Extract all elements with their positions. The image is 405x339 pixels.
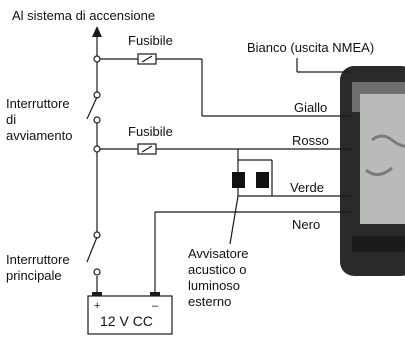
label-fuse-top: Fusibile xyxy=(128,33,173,48)
label-battery-minus: – xyxy=(152,300,159,312)
label-red: Rosso xyxy=(292,133,329,148)
label-yellow: Giallo xyxy=(294,100,328,115)
label-alarm: Avvisatore acustico o luminoso esterno xyxy=(188,246,249,309)
label-battery-plus: + xyxy=(94,300,101,312)
chartplotter-device xyxy=(340,66,405,276)
label-ignition-switch: Interruttore di avviamento xyxy=(6,96,73,143)
label-black: Nero xyxy=(292,217,321,232)
alarm-block-left xyxy=(232,172,245,188)
alarm-block-right xyxy=(256,172,269,188)
label-ignition-system: Al sistema di accensione xyxy=(12,8,156,23)
label-battery: 12 V CC xyxy=(100,313,153,329)
label-green: Verde xyxy=(290,180,324,195)
label-main-switch: Interruttore principale xyxy=(6,252,70,283)
label-white-nmea: Bianco (uscita NMEA) xyxy=(247,40,375,55)
label-fuse-middle: Fusibile xyxy=(128,124,173,139)
